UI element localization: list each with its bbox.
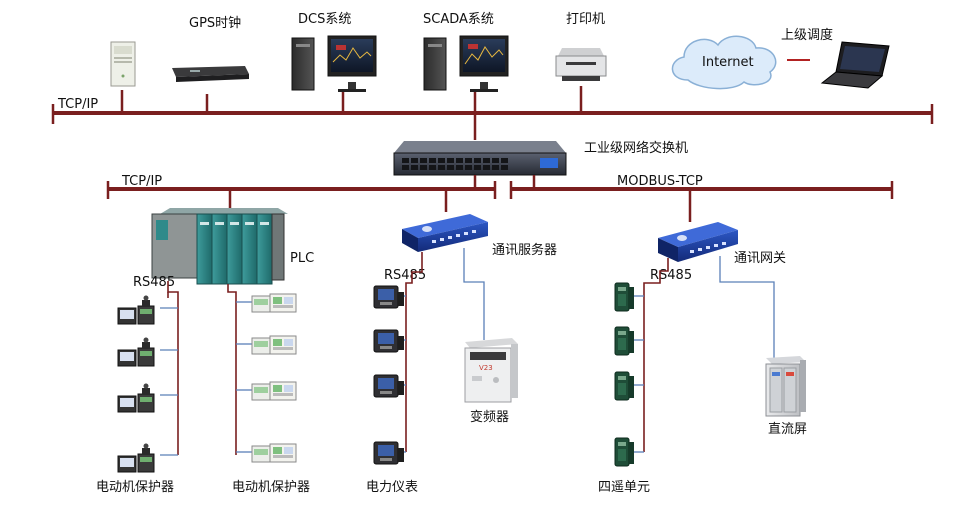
dc-cabinet-icon <box>765 356 806 417</box>
plc-label: PLC <box>290 251 314 266</box>
motor-protector-icon <box>117 443 155 473</box>
remote-io-unit-icon <box>614 437 635 467</box>
switch-label: 工业级网络交换机 <box>584 140 688 156</box>
cloud-icon <box>671 35 777 90</box>
dispatch-label: 上级调度 <box>781 27 833 43</box>
laptop-icon <box>820 41 890 89</box>
remote-io-unit-icon <box>614 371 635 401</box>
inverter-label: 变频器 <box>470 409 509 425</box>
gateway-field-wiring <box>634 256 775 453</box>
inverter-icon: V23 <box>464 338 518 403</box>
gps-clock-label: GPS时钟 <box>189 15 241 31</box>
motor-protector-icon <box>117 295 155 325</box>
tcpip-left-bus <box>106 175 497 214</box>
serial-device-server-icon <box>402 214 488 252</box>
comm-gateway-label: 通讯网关 <box>734 251 786 266</box>
network-switch-icon <box>393 141 567 176</box>
motor-protector-icon <box>117 337 155 367</box>
tcpip-top-label: TCP/IP <box>57 97 98 112</box>
modbus-tcp-bus <box>509 175 894 222</box>
remote-io-unit-icon <box>614 326 635 356</box>
modbus-tcp-label: MODBUS-TCP <box>617 174 703 189</box>
power-meter-label: 电力仪表 <box>366 480 418 495</box>
motor-protector-group-2 <box>251 293 297 463</box>
remote-unit-group <box>614 282 635 467</box>
relay-module-icon <box>251 381 297 401</box>
motor-protector-label-1: 电动机保护器 <box>96 480 174 495</box>
rs485-server-label: RS485 <box>384 268 426 283</box>
motor-protector-label-2: 电动机保护器 <box>232 480 310 495</box>
printer-icon <box>555 48 607 81</box>
relay-module-icon <box>251 443 297 463</box>
rs485-gateway-label: RS485 <box>650 268 692 283</box>
gateway-icon <box>658 222 738 262</box>
inverter-display-text: V23 <box>479 364 493 372</box>
remote-io-unit-icon <box>614 282 635 312</box>
motor-protector-group-1 <box>117 295 155 473</box>
plc-field-wiring <box>160 281 252 456</box>
remote-unit-label: 四遥单元 <box>598 480 650 495</box>
plc-rack-icon <box>151 208 288 285</box>
dcs-workstation-icon <box>291 35 377 92</box>
tcpip-left-label: TCP/IP <box>121 174 162 189</box>
rs485-plc-label: RS485 <box>133 275 175 290</box>
scada-label: SCADA系统 <box>423 12 494 27</box>
relay-module-icon <box>251 335 297 355</box>
power-meter-icon <box>373 441 405 465</box>
power-meter-icon <box>373 329 405 353</box>
comm-server-label: 通讯服务器 <box>492 242 557 258</box>
dcs-label: DCS系统 <box>298 12 351 27</box>
server-tower-icon <box>110 41 136 87</box>
gps-clock-rack-icon <box>172 66 249 82</box>
relay-module-icon <box>251 293 297 313</box>
power-meter-group <box>373 285 405 465</box>
dc-panel-label: 直流屏 <box>768 422 807 437</box>
internet-label: Internet <box>702 55 754 70</box>
top-tcpip-bus <box>51 86 934 140</box>
motor-protector-icon <box>117 383 155 413</box>
power-meter-icon <box>373 285 405 309</box>
power-meter-icon <box>373 374 405 398</box>
printer-label: 打印机 <box>566 12 605 27</box>
scada-workstation-icon <box>423 35 509 92</box>
